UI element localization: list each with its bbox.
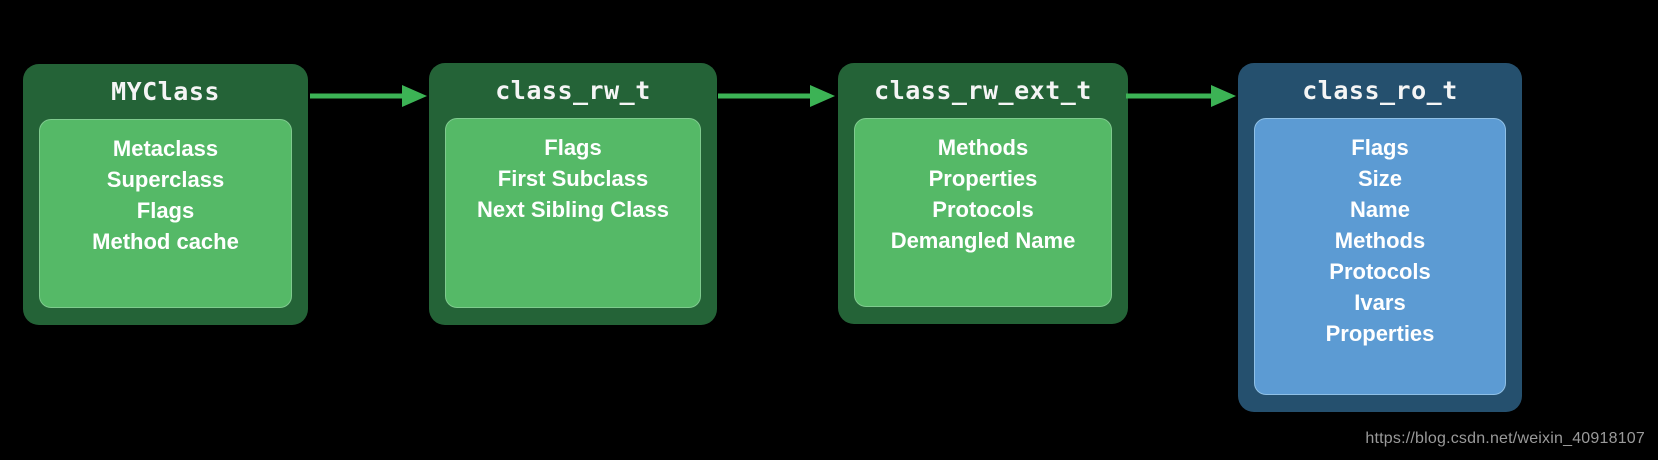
node-title: class_rw_ext_t — [874, 76, 1092, 105]
field: Next Sibling Class — [477, 197, 669, 222]
field: Ivars — [1354, 290, 1406, 315]
field: Method cache — [92, 229, 239, 254]
field: Protocols — [1329, 259, 1431, 284]
field: Demangled Name — [890, 228, 1076, 253]
field: Flags — [544, 135, 602, 160]
watermark-url: https://blog.csdn.net/weixin_40918107 — [1365, 430, 1645, 447]
field: Superclass — [106, 167, 225, 192]
arrow-right-icon — [718, 85, 835, 107]
node-title: MYClass — [111, 77, 220, 106]
field: Properties — [928, 166, 1038, 191]
field: Methods — [937, 135, 1029, 160]
node-fields: Metaclass Superclass Flags Method cache — [39, 119, 292, 308]
node-fields: Flags Size Name Methods Protocols Ivars … — [1254, 118, 1506, 395]
arrow-right-icon — [1126, 85, 1236, 107]
node-class-rw-ext-t: class_rw_ext_t Methods Properties Protoc… — [838, 63, 1128, 324]
field: Protocols — [932, 197, 1034, 222]
field: Flags — [1351, 135, 1409, 160]
node-fields: Flags First Subclass Next Sibling Class — [445, 118, 701, 308]
node-fields: Methods Properties Protocols Demangled N… — [854, 118, 1112, 307]
field: Properties — [1325, 321, 1435, 346]
field: Name — [1350, 197, 1410, 222]
node-class-ro-t: class_ro_t Flags Size Name Methods Proto… — [1238, 63, 1522, 412]
field: First Subclass — [497, 166, 649, 191]
node-title: class_rw_t — [495, 76, 651, 105]
node-myclass: MYClass Metaclass Superclass Flags Metho… — [23, 64, 308, 325]
field: Size — [1357, 166, 1403, 191]
field: Metaclass — [112, 136, 219, 161]
node-title: class_ro_t — [1302, 76, 1458, 105]
node-class-rw-t: class_rw_t Flags First Subclass Next Sib… — [429, 63, 717, 325]
arrow-right-icon — [310, 85, 427, 107]
field: Flags — [136, 198, 195, 223]
field: Methods — [1334, 228, 1426, 253]
